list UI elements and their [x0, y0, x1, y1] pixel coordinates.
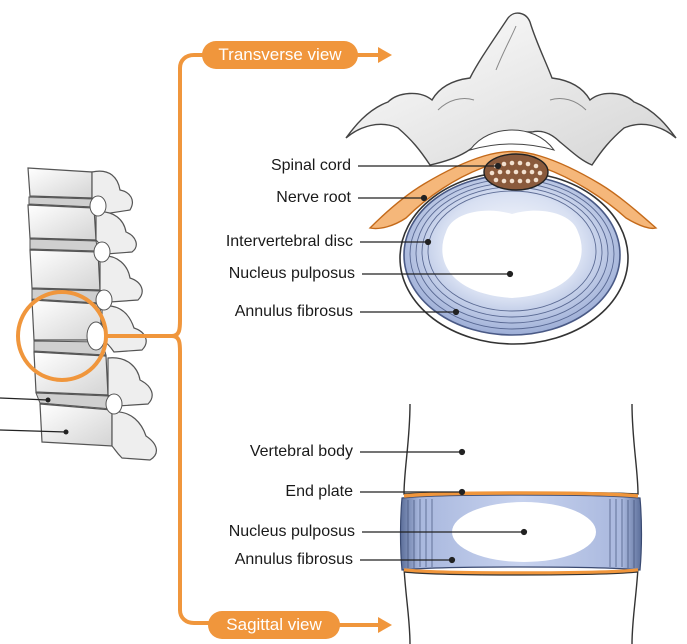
label-nerve-root: Nerve root	[276, 188, 351, 208]
label-vertebral-body: Vertebral body	[250, 442, 353, 462]
bracket-arrowheads	[378, 47, 392, 633]
sagittal-section	[401, 404, 642, 644]
transverse-view-pill: Transverse view	[202, 41, 358, 69]
label-annulus-fibrosus-sagittal: Annulus fibrosus	[235, 550, 353, 570]
label-nucleus-pulposus-sagittal: Nucleus pulposus	[229, 522, 355, 542]
label-annulus-fibrosus-transverse: Annulus fibrosus	[235, 302, 353, 322]
label-spinal-cord: Spinal cord	[271, 156, 351, 176]
label-nucleus-pulposus-transverse: Nucleus pulposus	[229, 264, 355, 284]
sagittal-view-pill: Sagittal view	[208, 611, 340, 639]
transverse-vertebra	[346, 13, 676, 344]
label-intervertebral-disc: Intervertebral disc	[226, 232, 353, 252]
label-end-plate: End plate	[285, 482, 353, 502]
